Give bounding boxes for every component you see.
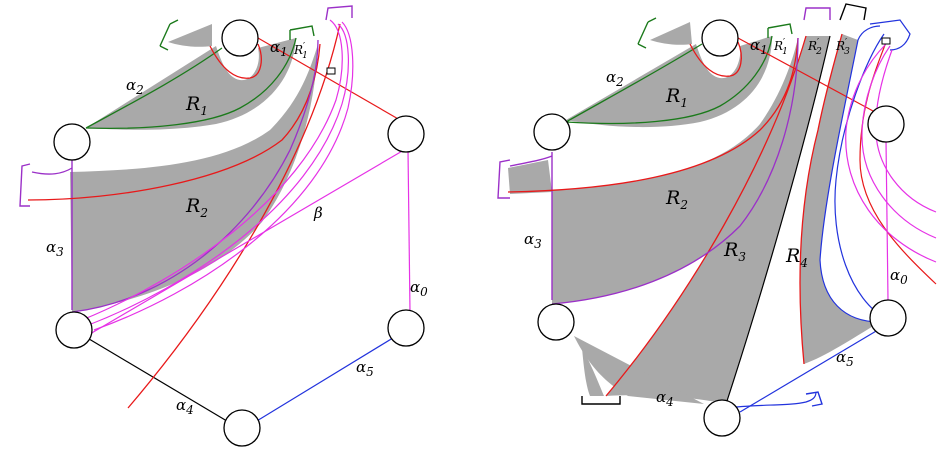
left-label-r1: R1 (185, 93, 208, 118)
left-region-r1-cap (168, 24, 212, 47)
right-region-bottom-cap-2 (582, 348, 604, 396)
right-purple-small-arc (509, 155, 553, 167)
right-magenta-arc-2 (861, 45, 937, 239)
right-label-r4: R4 (785, 245, 808, 270)
right-small-marker (881, 37, 891, 45)
right-label-r2-prime: R′2 (807, 38, 822, 57)
right-blue-hook (869, 19, 911, 51)
left-edge-alpha0 (407, 149, 411, 313)
right-bracket-blue-bottom (805, 391, 823, 407)
right-region-bottom-cap (574, 336, 704, 404)
right-purple-arc (551, 37, 799, 305)
left-node-bottom (223, 409, 261, 447)
left-purple-arc (71, 39, 319, 313)
right-label-r1: R1 (665, 85, 688, 110)
right-label-r3-prime: R′3 (835, 38, 850, 57)
left-region-r1 (86, 38, 296, 130)
left-region-r2 (70, 44, 318, 312)
right-node-upper-right (867, 105, 905, 143)
right-edge-alpha5-main (739, 323, 889, 413)
right-label-r2: R2 (665, 187, 688, 212)
left-bracket-purple-left (19, 163, 31, 207)
right-label-alpha1: α1 (750, 36, 768, 57)
right-region-r1 (566, 36, 772, 128)
left-edge-alpha4 (73, 329, 243, 431)
right-bracket-purple-top (803, 7, 831, 21)
left-label-alpha2: α2 (126, 76, 144, 97)
right-bracket-green-1 (637, 17, 657, 49)
right-node-bottom (703, 399, 741, 437)
right-edge-alpha5 (725, 391, 817, 409)
right-label-alpha3: α3 (524, 230, 542, 251)
right-magenta-arc-1 (845, 43, 937, 263)
right-region-r2 (552, 38, 798, 304)
left-magenta-arc-1 (81, 19, 343, 321)
left-small-marker (326, 67, 336, 75)
right-node-top (701, 19, 739, 57)
right-label-alpha5: α5 (836, 348, 854, 369)
right-label-alpha0: α0 (890, 266, 908, 287)
left-label-alpha4: α4 (176, 396, 194, 417)
right-black-arc (725, 35, 831, 405)
right-bracket-black-bottom (581, 396, 621, 405)
left-edge-alpha5 (241, 329, 407, 431)
left-magenta-arc-3 (93, 21, 354, 331)
left-diagram: R1 R2 β α0 α1 α2 α3 α4 α5 R′1 (19, 5, 428, 447)
left-label-alpha5: α5 (356, 358, 374, 379)
left-label-r2: R2 (185, 195, 208, 220)
left-edge-alpha1 (257, 37, 401, 121)
left-arc-r1-green (85, 37, 297, 129)
right-red-small-arc (689, 41, 742, 77)
left-node-upper-left (53, 123, 91, 161)
left-red-arc-long (127, 23, 341, 409)
left-bracket-purple-top (325, 5, 353, 21)
left-red-small-arc (209, 43, 262, 79)
right-red-arc-middle (507, 37, 799, 193)
right-red-arc-r4 (799, 33, 843, 365)
left-magenta-arc-2 (85, 23, 349, 327)
left-label-alpha1: α1 (270, 38, 288, 59)
left-edge-alpha2 (85, 47, 223, 129)
right-label-r1-prime: R′1 (773, 38, 788, 57)
right-bracket-black-top (839, 3, 867, 21)
right-node-upper-left (533, 113, 571, 151)
right-edge-alpha0 (885, 139, 889, 301)
right-arc-r1-green (565, 35, 773, 125)
right-red-arc-long (605, 35, 807, 397)
left-purple-small-arc (31, 167, 73, 175)
right-label-alpha2: α2 (606, 68, 624, 89)
right-region-r3 (606, 36, 830, 404)
right-edge-alpha2 (565, 43, 703, 123)
right-diagram: R1 R2 R3 R4 α0 α1 α2 α3 α4 α5 R′1 R′2 R′… (497, 3, 937, 437)
left-label-r1-prime: R′1 (293, 42, 308, 61)
right-blue-arc-1 (819, 25, 881, 323)
left-bracket-green-1 (159, 19, 179, 51)
right-region-r4 (800, 34, 880, 364)
left-node-lower-left (55, 311, 93, 349)
right-label-r3: R3 (723, 239, 746, 264)
right-region-left-cap (508, 160, 552, 194)
right-edge-alpha1 (737, 37, 887, 119)
right-bracket-green-2 (767, 23, 793, 38)
left-beta-line (89, 149, 405, 335)
right-node-lower-left (537, 303, 575, 341)
right-label-alpha4: α4 (656, 388, 674, 409)
left-node-lower-right (387, 309, 425, 347)
right-bracket-purple-left (497, 159, 511, 199)
left-label-alpha0: α0 (410, 278, 428, 299)
left-bracket-green-2 (289, 25, 315, 40)
left-label-beta: β (313, 204, 323, 222)
right-node-lower-right (869, 299, 907, 337)
right-region-r1-cap (650, 22, 692, 45)
right-red-arc-far (859, 41, 937, 285)
left-node-upper-right (387, 115, 425, 153)
left-label-alpha3: α3 (46, 238, 64, 259)
left-node-top (221, 19, 259, 57)
right-blue-arc-2 (834, 33, 889, 321)
